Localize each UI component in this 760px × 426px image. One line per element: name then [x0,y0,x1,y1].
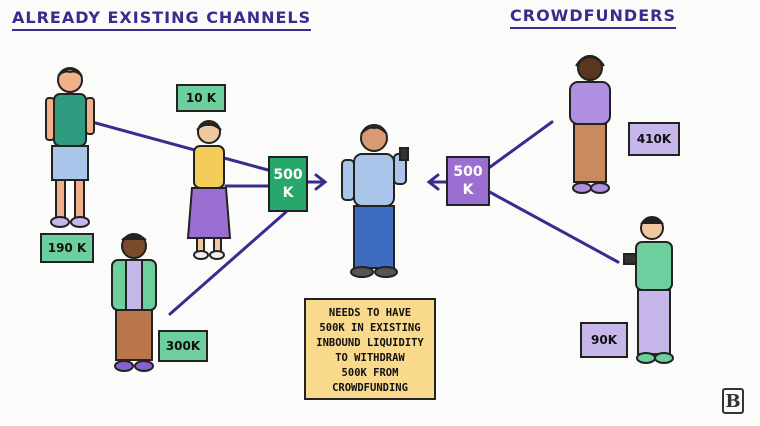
heading-crowdfunders: CROWDFUNDERS [510,6,676,29]
person-crowdfunder-2 [623,216,674,364]
amount-tag-90k: 90K [580,322,628,358]
amount-tag-410k: 410K [628,122,680,156]
flow-box-crowdfunding-unit: K [462,182,474,198]
note-line-3: INBOUND LIQUIDITY [316,337,424,349]
line-man3-to-flow [484,188,620,264]
note-line-1: NEEDS TO HAVE [328,307,412,319]
flow-box-existing-amount: 500 [273,167,303,183]
note-line-5: 500K FROM [341,367,399,379]
note-line-6: CROWDFUNDING [332,382,408,394]
line-man1-to-flow [90,120,270,172]
person-crowdfunder-1 [569,54,611,194]
heading-existing-channels: ALREADY EXISTING CHANNELS [12,8,312,31]
amount-tag-10k: 10 K [176,84,226,112]
line-man2-to-flow [168,210,288,316]
flow-box-existing-unit: K [282,185,294,201]
book-logo-icon: B [722,388,744,414]
arrow-right-head [426,173,440,191]
person-center [341,124,409,278]
flow-box-crowdfunding-amount: 500 [453,164,483,180]
note-line-2: 500K IN EXISTING [319,322,421,334]
person-existing-1 [45,67,95,228]
person-existing-2 [186,120,232,260]
person-existing-3 [111,233,157,372]
flow-box-crowdfunding: 500 K [446,156,490,206]
amount-tag-190k: 190 K [40,233,94,263]
line-woman3-to-flow [484,120,554,172]
flow-box-existing: 500 K [268,156,308,212]
liquidity-note: NEEDS TO HAVE 500K IN EXISTING INBOUND L… [304,298,436,400]
amount-tag-300k: 300K [158,330,208,362]
note-line-4: TO WITHDRAW [335,352,405,364]
arrow-left-head [314,173,328,191]
